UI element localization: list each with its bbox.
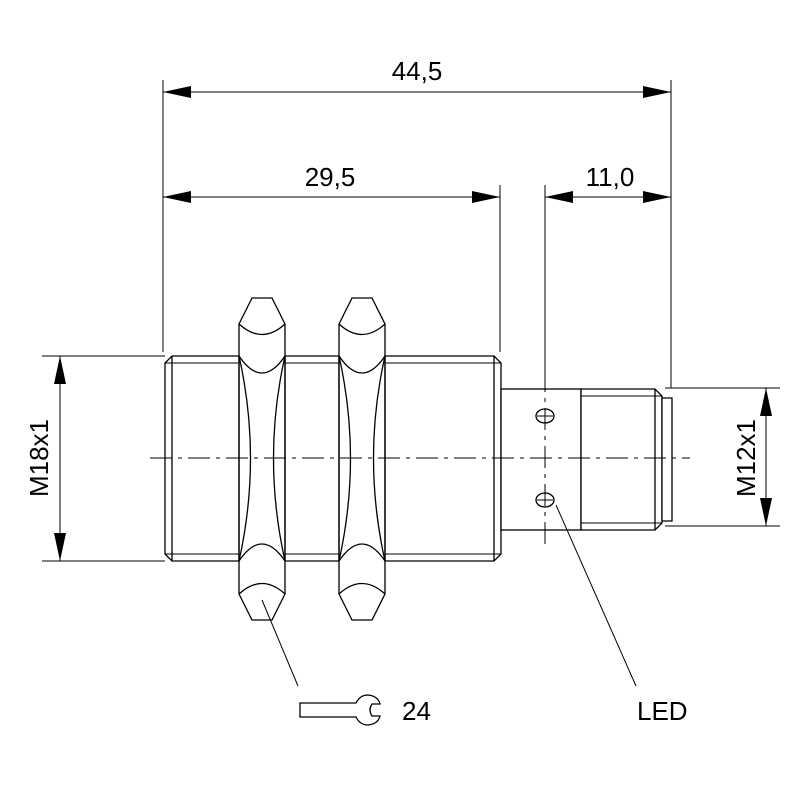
dimension-body: 29,5 xyxy=(163,162,501,352)
connector-thread xyxy=(580,388,673,531)
overall-length-label: 44,5 xyxy=(392,56,443,86)
body-thread-label: M18x1 xyxy=(24,419,54,497)
connector-thread-label: M12x1 xyxy=(731,419,761,497)
body-length-label: 29,5 xyxy=(305,162,356,192)
dimension-overall: 44,5 xyxy=(162,56,672,388)
hex-nut-left xyxy=(238,297,286,621)
led-leader-line xyxy=(555,504,637,687)
connector-neck xyxy=(500,388,582,531)
connector-length-label: 11,0 xyxy=(586,162,635,192)
dimension-connector-thread: M12x1 xyxy=(665,387,780,527)
wrench-size-label: 24 xyxy=(402,696,431,726)
led-label: LED xyxy=(637,696,688,726)
dimension-connector: 11,0 xyxy=(544,162,671,375)
wrench-leader-line xyxy=(261,599,299,687)
wrench-icon xyxy=(299,694,381,726)
dimension-body-thread: M18x1 xyxy=(24,355,165,562)
hex-nut-right xyxy=(338,297,386,621)
